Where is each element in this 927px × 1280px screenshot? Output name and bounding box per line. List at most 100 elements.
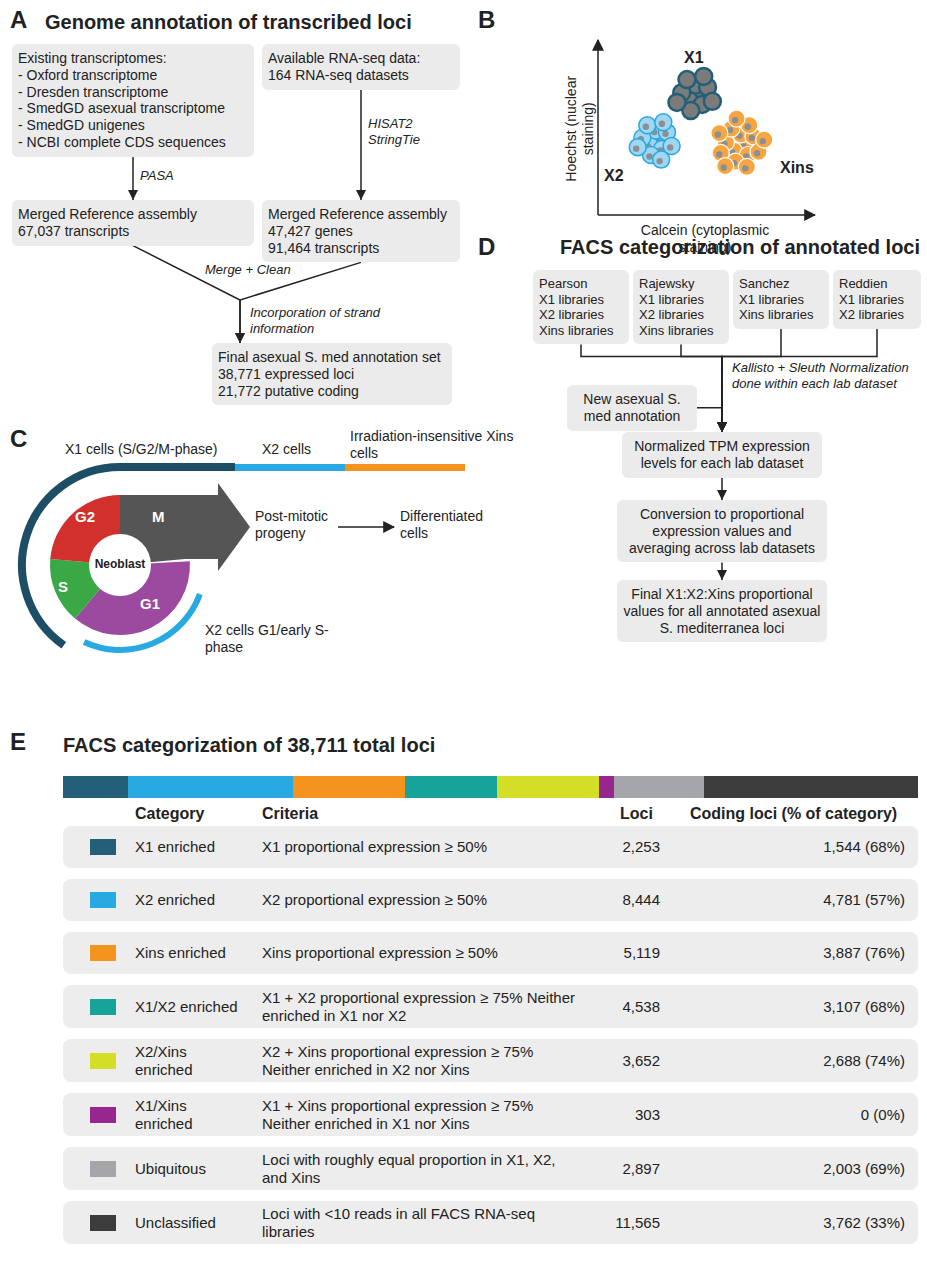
annotation-label: Post-mitotic progeny xyxy=(255,508,337,542)
category-bar-segment xyxy=(599,776,614,798)
process-box: New asexual S. med annotation xyxy=(567,385,697,431)
x2-cell-nucleus xyxy=(656,158,662,164)
process-box: Conversion to proportional expression va… xyxy=(617,500,827,562)
table-cell: Loci with roughly equal proportion in X1… xyxy=(262,1151,577,1186)
x2-cell-nucleus xyxy=(659,121,665,127)
x1-cell xyxy=(704,93,721,110)
box-text: Sanchez xyxy=(739,276,823,292)
legend-text: X1/X2 enriched xyxy=(135,998,239,1015)
xins-bar xyxy=(345,464,465,471)
table-cell: 4,538 xyxy=(533,998,660,1015)
process-box: Existing transcriptomes:- Oxford transcr… xyxy=(12,44,254,157)
category-bar-segment xyxy=(63,776,128,798)
x2-cell-nucleus xyxy=(646,153,652,159)
table-cell: X1 + Xins proportional expression ≥ 75% … xyxy=(262,1097,577,1132)
legend-swatch xyxy=(90,839,116,855)
legend-text: Unclassified xyxy=(135,1214,239,1231)
process-box: Final asexual S. med annotation set38,77… xyxy=(212,343,452,405)
annotation-label: Kallisto + Sleuth Normalization done wit… xyxy=(732,360,920,391)
table-cell: 2,897 xyxy=(533,1160,660,1177)
box-text: Xins libraries xyxy=(739,307,823,323)
x2-bar xyxy=(235,464,345,471)
table-cell: 3,652 xyxy=(533,1052,660,1069)
legend-swatch xyxy=(90,892,116,908)
table-row: X1 + X2 proportional expression ≥ 75% Ne… xyxy=(63,985,918,1028)
table-row: X1 proportional expression ≥ 50%2,2531,5… xyxy=(63,826,918,868)
table-cell: Loci with <10 reads in all FACS RNA-seq … xyxy=(262,1205,577,1240)
x2-cell-nucleus xyxy=(633,145,639,151)
box-text: Xins libraries xyxy=(539,323,623,339)
annotation-label: Hoechst (nuclear staining) xyxy=(563,69,597,189)
box-text: Existing transcriptomes: xyxy=(18,50,248,67)
xins-cell xyxy=(728,110,745,127)
table-cell: 303 xyxy=(533,1106,660,1123)
annotation-label: G1 xyxy=(140,595,170,613)
table-cell: 11,565 xyxy=(533,1214,660,1231)
xins-cell-nucleus xyxy=(716,151,722,157)
legend-text: X2 enriched xyxy=(135,891,239,908)
legend-text: Xins enriched xyxy=(135,944,239,961)
box-text: 21,772 putative coding xyxy=(218,383,446,400)
table-cell: 3,887 (76%) xyxy=(703,944,905,961)
box-text: Final X1:X2:Xins proportional values for… xyxy=(623,586,821,636)
box-text: X2 libraries xyxy=(639,307,723,323)
annotation-label: A xyxy=(10,6,40,35)
annotation-label: Genome annotation of transcribed loci xyxy=(45,10,465,34)
xins-cell-nucleus xyxy=(754,150,760,156)
xins-cell-nucleus xyxy=(760,138,766,144)
box-text: Merged Reference assembly xyxy=(18,206,248,223)
box-text: X1 libraries xyxy=(539,292,623,308)
connector xyxy=(132,157,134,200)
box-text: 47,427 genes xyxy=(268,223,454,240)
category-bar-segment xyxy=(704,776,918,798)
box-text: Reddien xyxy=(839,276,915,292)
annotation-label: Category xyxy=(135,804,235,823)
table-cell: X2 + Xins proportional expression ≥ 75% … xyxy=(262,1043,577,1078)
process-box: Available RNA-seq data:164 RNA-seq datas… xyxy=(262,44,460,90)
box-text: Xins libraries xyxy=(639,323,723,339)
edge-label: HISAT2 StringTie xyxy=(368,116,438,147)
edge-label: PASA xyxy=(140,168,190,184)
table-cell: 4,781 (57%) xyxy=(703,891,905,908)
table-row: Loci with <10 reads in all FACS RNA-seq … xyxy=(63,1201,918,1244)
x-axis xyxy=(598,214,815,216)
annotation-label: E xyxy=(10,728,40,757)
legend-swatch xyxy=(90,945,116,961)
xins-cell xyxy=(738,158,755,175)
annotation-label: M xyxy=(152,508,182,526)
legend-swatch xyxy=(90,999,116,1015)
annotation-label: Irradiation-insensitive Xins cells xyxy=(350,428,515,462)
x2-cell xyxy=(629,139,646,156)
xins-cell-nucleus xyxy=(749,135,755,141)
table-row: Loci with roughly equal proportion in X1… xyxy=(63,1147,918,1190)
category-bar-segment xyxy=(497,776,599,798)
table-cell: 3,107 (68%) xyxy=(703,998,905,1015)
annotation-label: Xins xyxy=(780,158,830,177)
annotation-label: Loci xyxy=(620,804,680,823)
xins-cell-nucleus xyxy=(742,165,748,171)
annotation-label: Neoblast xyxy=(85,557,155,571)
box-text: - SmedGD unigenes xyxy=(18,117,248,134)
process-box: Merged Reference assembly47,427 genes91,… xyxy=(262,200,460,262)
x2-cell xyxy=(655,114,672,131)
box-text: Rajewsky xyxy=(639,276,723,292)
y-axis xyxy=(597,40,599,215)
category-bar-segment xyxy=(293,776,405,798)
annotation-label: X1 cells (S/G2/M-phase) xyxy=(65,441,245,458)
annotation-label: X2 cells G1/early S-phase xyxy=(205,622,335,656)
legend-swatch xyxy=(90,1107,116,1123)
annotation-label: FACS categorization of annotated loci xyxy=(560,235,922,259)
box-text: X1 libraries xyxy=(739,292,823,308)
box-text: 67,037 transcripts xyxy=(18,223,248,240)
category-bar-segment xyxy=(405,776,497,798)
box-text: 91,464 transcripts xyxy=(268,240,454,257)
box-text: X1 libraries xyxy=(639,292,723,308)
connector xyxy=(721,562,723,580)
annotation-label: Incorporation of strand information xyxy=(250,305,400,336)
table-cell: 2,688 (74%) xyxy=(703,1052,905,1069)
annotation-label: Coding loci (% of category) xyxy=(690,804,918,823)
annotation-label: G2 xyxy=(75,508,105,526)
category-bar-segment xyxy=(128,776,293,798)
table-cell: 8,444 xyxy=(533,891,660,908)
